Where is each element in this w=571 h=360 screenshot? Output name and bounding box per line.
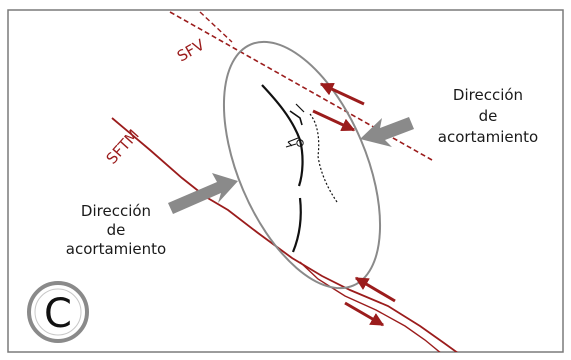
right-annotation-line2: de: [479, 107, 498, 125]
right-annotation-line3: acortamiento: [438, 128, 538, 146]
sftm-slip-arrow-lower: [345, 303, 383, 325]
panel-letter: C: [44, 291, 72, 337]
sftm-fault-line: [112, 118, 462, 356]
sfv-label: SFV: [174, 35, 208, 65]
sftm-slip-arrow-upper: [356, 278, 395, 301]
panel-frame: [8, 10, 563, 352]
left-annotation-line1: Dirección: [81, 202, 151, 220]
sftm-label: SFTM: [103, 126, 143, 168]
shortening-arrow-left: [168, 173, 238, 214]
left-annotation-line3: acortamiento: [66, 240, 166, 258]
shortening-arrow-right: [360, 117, 414, 147]
structure-trace-right-top: [296, 104, 304, 112]
structure-trace-lower: [293, 198, 301, 252]
left-annotation-line2: de: [107, 221, 126, 239]
sfv-fault-line: [170, 12, 432, 160]
structure-trace-right: [310, 114, 337, 202]
structure-trace-left: [262, 85, 303, 186]
right-annotation-line1: Dirección: [453, 86, 523, 104]
fold-arrow-symbol: [286, 138, 298, 147]
